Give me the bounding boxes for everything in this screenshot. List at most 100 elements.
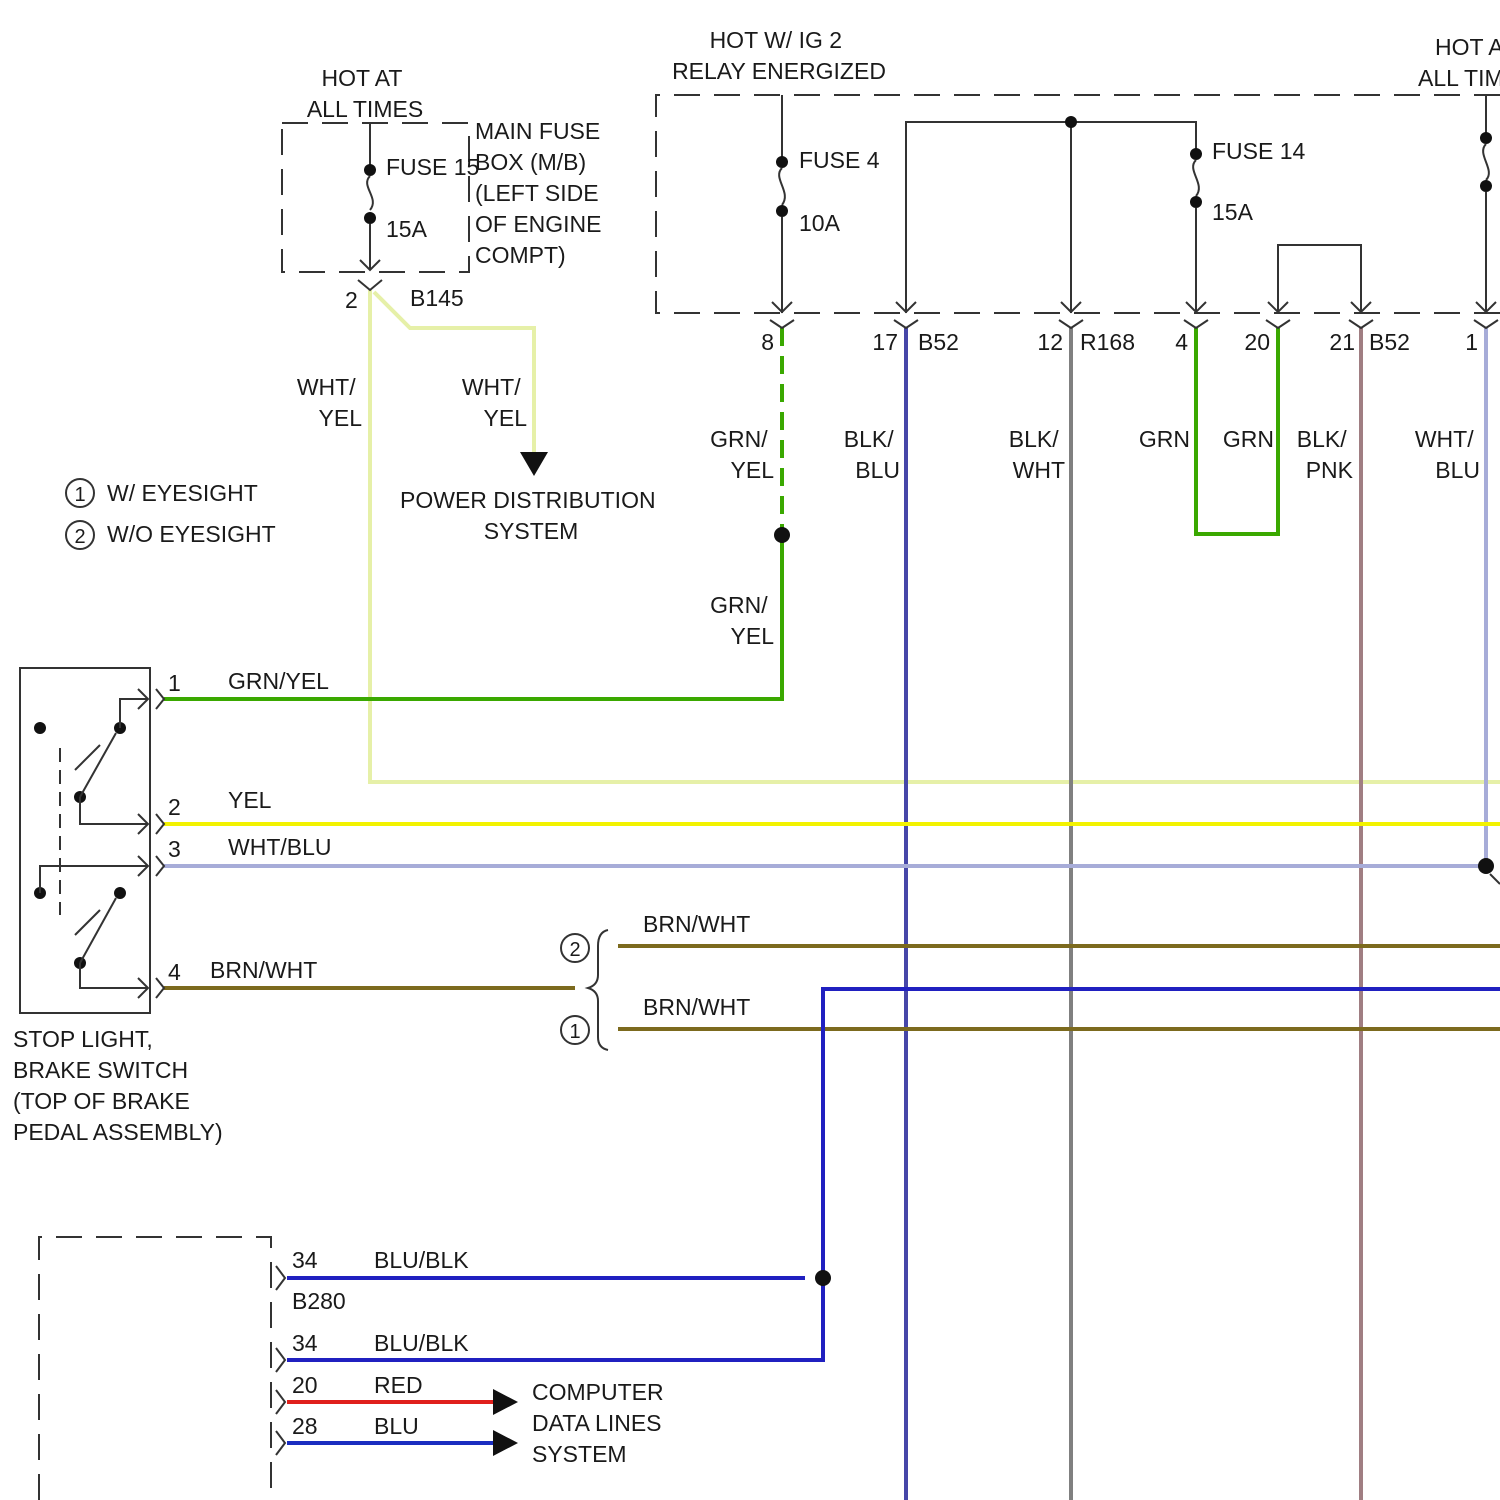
main-fuse-box: HOT AT ALL TIMES FUSE 15 15A MAIN FUSE B…: [282, 65, 608, 313]
switch-pin-2: 2: [168, 794, 181, 820]
fuse4-name: FUSE 4: [799, 147, 880, 173]
option-1-num: 1: [569, 1021, 580, 1043]
option-brace: [588, 930, 608, 1050]
fuse14-name: FUSE 14: [1212, 138, 1306, 164]
fuse14-terminal-top: [1190, 148, 1202, 160]
grn-yel-label-upper: GRN/ YEL: [710, 426, 774, 483]
power-distribution-label: POWER DISTRIBUTION SYSTEM: [400, 487, 662, 544]
fuse4-rating: 10A: [799, 210, 841, 236]
brake-switch: 1 GRN/YEL 2 YEL 3 WHT/BLU 4 BRN/WHT STOP…: [13, 668, 332, 1145]
jumper-20-21: [1278, 245, 1361, 313]
right-fuse-symbol: [1483, 144, 1489, 180]
module-connector-chevrons: [276, 1266, 285, 1455]
main-fuse-box-outline: [282, 123, 469, 272]
switch-lower-lead-4: [80, 963, 148, 988]
blk-wht-label: BLK/ WHT: [1009, 426, 1065, 483]
power-distribution-arrow: [520, 452, 548, 476]
relay-fuse-box: HOT W/ IG 2 RELAY ENERGIZED HOT A ALL TI…: [656, 27, 1500, 355]
module-pin-34a: 34: [292, 1247, 318, 1273]
pin-17: 17: [872, 329, 898, 355]
module-pin-34b: 34: [292, 1330, 318, 1356]
wire-wht-blu-right: [164, 328, 1486, 866]
legend: 1 W/ EYESIGHT 2 W/O EYESIGHT: [66, 479, 276, 549]
main-fuse-box-label: MAIN FUSE BOX (M/B) (LEFT SIDE OF ENGINE…: [475, 118, 608, 268]
connector-b52-left: B52: [918, 329, 959, 355]
blu-blk-splice: [815, 1270, 831, 1286]
switch-wire-1: GRN/YEL: [228, 668, 329, 694]
switch-pin-1: 1: [168, 670, 181, 696]
fuse15-rating: 15A: [386, 216, 428, 242]
fuse15-name: FUSE 15: [386, 154, 479, 180]
blk-blu-label: BLK/ BLU: [844, 426, 900, 483]
b145-pin: 2: [345, 287, 358, 313]
switch-wire-2: YEL: [228, 787, 272, 813]
switch-pin-4: 4: [168, 959, 181, 985]
module-wire-red: RED: [374, 1372, 423, 1398]
fuse14-rating: 15A: [1212, 199, 1254, 225]
switch-upper-lead-2: [80, 797, 148, 824]
switch-upper-blade: [80, 733, 116, 797]
module-outline: [39, 1237, 271, 1500]
relay-connector-symbols: [770, 320, 1498, 328]
brake-switch-label: STOP LIGHT, BRAKE SWITCH (TOP OF BRAKE P…: [13, 1026, 223, 1145]
b145-connector-symbol: [358, 280, 382, 290]
internal-bus: [906, 122, 1196, 313]
switch-upper-contact-nc: [34, 722, 46, 734]
grn-label-b: GRN: [1223, 426, 1274, 452]
pin-21: 21: [1329, 329, 1355, 355]
pin-12: 12: [1037, 329, 1063, 355]
fuse15-terminal-top: [364, 164, 376, 176]
legend-num-1: 1: [74, 484, 85, 506]
hot-right-label: HOT A ALL TIM: [1418, 34, 1500, 91]
fuse4-symbol: [779, 168, 785, 205]
legend-text-2: W/O EYESIGHT: [107, 521, 276, 547]
switch-lower-actuator: [75, 910, 100, 935]
switch-pin-arrows: [138, 689, 148, 998]
switch-lower-blade: [80, 898, 116, 963]
grn-yel-label-lower: GRN/ YEL: [710, 592, 774, 649]
blu-arrow: [493, 1430, 518, 1456]
legend-num-2: 2: [74, 526, 85, 548]
blk-pnk-label: BLK/ PNK: [1297, 426, 1354, 483]
fuse4-terminal-bottom: [776, 205, 788, 217]
connector-b52-right: B52: [1369, 329, 1410, 355]
connector-r168: R168: [1080, 329, 1135, 355]
legend-text-1: W/ EYESIGHT: [107, 480, 258, 506]
module-connector-b280: B280: [292, 1288, 346, 1314]
switch-wire-4: BRN/WHT: [210, 957, 317, 983]
switch-wire-3: WHT/BLU: [228, 834, 332, 860]
switch-lower-contact-no: [114, 887, 126, 899]
wht-blu-label-right: WHT/ BLU: [1415, 426, 1480, 483]
wht-yel-label-right: WHT/ YEL: [462, 374, 527, 431]
module-wire-blu-blk-b: BLU/BLK: [374, 1330, 469, 1356]
option-1-wire: BRN/WHT: [643, 994, 750, 1020]
right-fuse-terminal-bottom: [1480, 180, 1492, 192]
module-wire-blu: BLU: [374, 1413, 419, 1439]
switch-pin-3: 3: [168, 836, 181, 862]
right-fuse-terminal-top: [1480, 132, 1492, 144]
red-arrow: [493, 1389, 518, 1415]
computer-data-lines-label: COMPUTER DATA LINES SYSTEM: [532, 1379, 670, 1467]
wht-yel-label-left: WHT/ YEL: [297, 374, 362, 431]
fuse4-terminal-top: [776, 156, 788, 168]
hot-ig2-label: HOT W/ IG 2 RELAY ENERGIZED: [672, 27, 886, 84]
pin-4: 4: [1175, 329, 1188, 355]
wht-blu-splice: [1478, 858, 1494, 874]
switch-lower-lead-3: [40, 866, 148, 893]
wires: [164, 290, 1500, 1500]
module-pin-28: 28: [292, 1413, 318, 1439]
hot-at-all-times-label: HOT AT ALL TIMES: [307, 65, 423, 122]
fuse15-symbol: [367, 176, 373, 210]
internal-bus-splice: [1065, 116, 1077, 128]
option-2-num: 2: [569, 939, 580, 961]
b145-connector-label: B145: [410, 285, 464, 311]
wire-blu-blk-main: [287, 989, 1500, 1360]
module-wire-blu-blk-a: BLU/BLK: [374, 1247, 469, 1273]
module-pin-20: 20: [292, 1372, 318, 1398]
pin-20: 20: [1244, 329, 1270, 355]
grn-yel-splice: [774, 527, 790, 543]
fuse14-symbol: [1193, 160, 1199, 196]
option-2-wire: BRN/WHT: [643, 911, 750, 937]
pin-1: 1: [1465, 329, 1478, 355]
